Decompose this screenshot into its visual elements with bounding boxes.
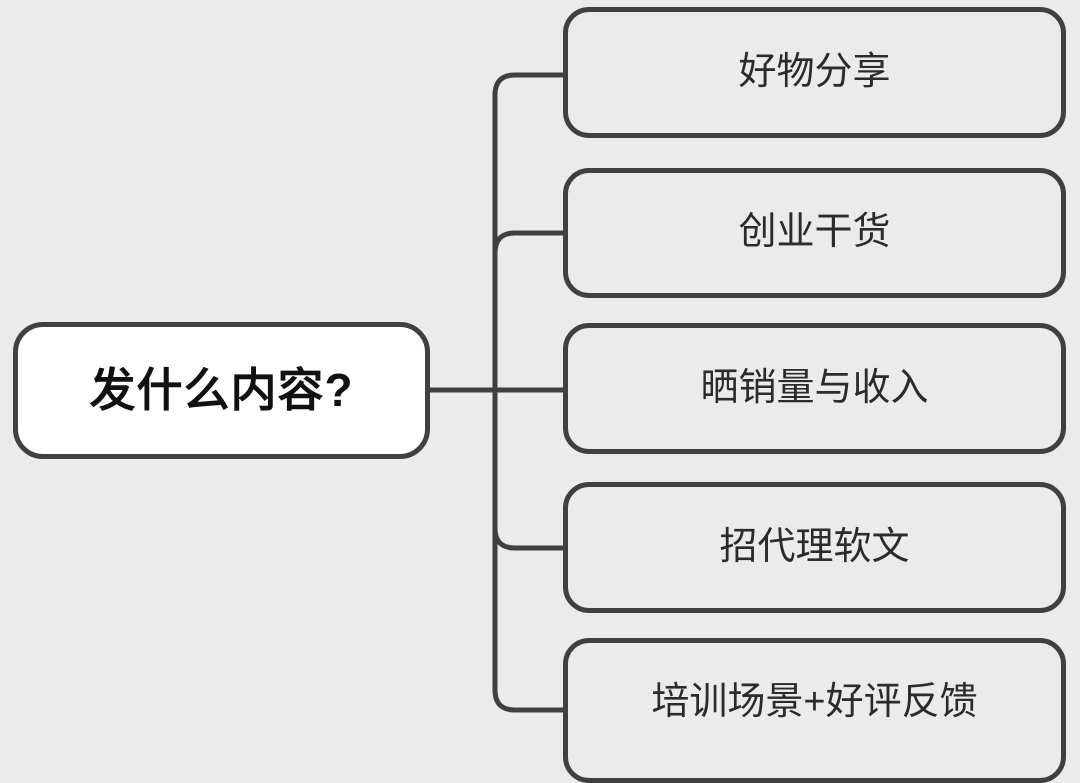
branch-node-1-label: 好物分享 xyxy=(738,50,891,93)
connector-branch-1 xyxy=(492,72,563,390)
connector-branch-4 xyxy=(492,527,563,551)
branch-node-5[interactable]: 培训场景+好评反馈 xyxy=(563,638,1066,783)
branch-node-1[interactable]: 好物分享 xyxy=(563,7,1066,138)
branch-node-3-label: 晒销量与收入 xyxy=(700,366,929,409)
branch-node-4-label: 招代理软文 xyxy=(719,525,910,568)
root-node-label: 发什么内容? xyxy=(89,364,354,417)
root-node[interactable]: 发什么内容? xyxy=(13,322,430,459)
branch-node-2-label: 创业干货 xyxy=(738,211,891,254)
branch-node-5-label: 培训场景+好评反馈 xyxy=(651,680,978,723)
connector-branch-5 xyxy=(492,390,563,713)
branch-node-2[interactable]: 创业干货 xyxy=(563,168,1066,298)
branch-node-4[interactable]: 招代理软文 xyxy=(563,482,1066,613)
branch-node-3[interactable]: 晒销量与收入 xyxy=(563,323,1066,454)
connector-branch-2 xyxy=(492,230,563,254)
